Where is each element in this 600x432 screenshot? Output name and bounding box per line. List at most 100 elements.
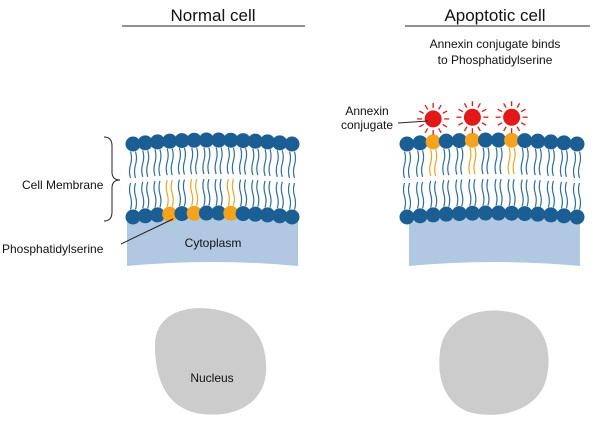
lipid-tail (442, 179, 446, 207)
lipid-head (517, 206, 533, 222)
lipid-tail (153, 180, 157, 208)
lipid-tail (460, 147, 464, 175)
lipid-head (504, 205, 520, 221)
lipid-tail (551, 149, 555, 177)
lipid-tail (407, 182, 412, 210)
lipid-head (543, 134, 559, 150)
lipid-tail (473, 147, 477, 175)
annexin-ray (418, 123, 424, 128)
lipid-head (556, 208, 572, 224)
lipid-head (477, 132, 493, 148)
lipid-tail (231, 147, 235, 175)
annexin-ray (463, 103, 468, 109)
annexin-ray (477, 126, 481, 132)
lipid-head (543, 207, 559, 223)
annexin-ray (516, 126, 521, 132)
lipid-head (211, 205, 227, 221)
lipid-head (491, 132, 507, 148)
lipid-head (491, 205, 507, 221)
lipid-head (451, 133, 467, 149)
lipid-tail (473, 179, 477, 206)
lipid-tail (238, 147, 243, 175)
lipid-tail (292, 151, 297, 179)
annexin-ray (503, 103, 507, 109)
phosphatidylserine-head (504, 132, 520, 148)
annexin-ray (424, 128, 429, 134)
annexin-ray (503, 126, 507, 132)
lipid-tail (551, 180, 555, 208)
lipid-head (477, 205, 493, 221)
lipid-head (149, 207, 165, 223)
lipid-tail (512, 147, 516, 175)
lipid-head (125, 136, 141, 152)
lipid-tail (559, 181, 564, 209)
lipid-tail (226, 179, 230, 206)
lipid-head (247, 206, 263, 222)
lipid-tail (546, 149, 550, 177)
annexin-conjugate (417, 102, 450, 135)
lipid-tail (219, 147, 223, 175)
lipid-tail (190, 179, 194, 206)
lipid-tail (402, 151, 407, 179)
annexin-ray (442, 110, 448, 114)
annexin-caption-line2: to Phosphatidylserine (438, 53, 553, 67)
phosphatidylserine-head (464, 132, 480, 148)
lipid-tail (434, 149, 438, 177)
lipid-head (517, 133, 533, 149)
phosphatidylserine-label: Phosphatidylserine (2, 242, 104, 256)
lipid-tail (486, 147, 490, 175)
annexin-ray (481, 108, 487, 113)
lipid-tail (182, 179, 187, 207)
lipid-tail (263, 149, 267, 177)
lipid-tail (207, 178, 211, 206)
lipid-tail (507, 179, 511, 206)
lipid-tail (434, 180, 438, 208)
cell-membrane-bracket (103, 136, 121, 222)
lipid-tail (494, 178, 498, 206)
lipid-tail (455, 147, 459, 175)
lipid-tail (460, 179, 464, 207)
lipid-tail (133, 182, 138, 210)
lipid-tail (407, 151, 412, 179)
phosphatidylserine-leader (120, 218, 174, 245)
lipid-tail (238, 179, 243, 207)
lipid-tail (207, 147, 211, 175)
lipid-tail (231, 179, 235, 206)
lipid-tail (420, 181, 425, 209)
lipid-tail (287, 182, 292, 210)
lipid-tail (287, 151, 292, 179)
lipid-head (556, 135, 572, 151)
lipid-tail (251, 148, 255, 176)
nucleus-normal (155, 308, 267, 415)
lipid-head (438, 206, 454, 222)
annexin-core (463, 108, 481, 126)
lipid-head (399, 136, 415, 152)
lipid-tail (481, 178, 485, 206)
lipid-tail (158, 149, 162, 177)
nucleus-apoptotic (439, 310, 549, 415)
lipid-tail (577, 182, 582, 210)
phosphatidylserine-head (425, 134, 441, 150)
lipid-tail (263, 180, 267, 208)
lipid-tail (415, 150, 420, 178)
lipid-tail (538, 179, 542, 207)
lipid-tail (128, 151, 133, 179)
lipid-tail (146, 150, 150, 178)
annexin-label-line1: Annexin (345, 104, 388, 118)
lipid-head (272, 208, 288, 224)
lipid-head (174, 206, 190, 222)
phosphatidylserine-head (186, 205, 202, 221)
lipid-head (223, 132, 239, 148)
lipid-head (137, 208, 153, 224)
annexin-conjugate (495, 101, 528, 134)
lipid-head (247, 133, 263, 149)
annexin-ray (442, 123, 448, 128)
lipid-tail (268, 149, 272, 177)
lipid-tail (280, 150, 284, 178)
lipid-head (137, 135, 153, 151)
lipid-tail (420, 150, 425, 178)
lipid-tail (268, 180, 272, 208)
apoptotic-cell-title: Apoptotic cell (444, 6, 545, 25)
